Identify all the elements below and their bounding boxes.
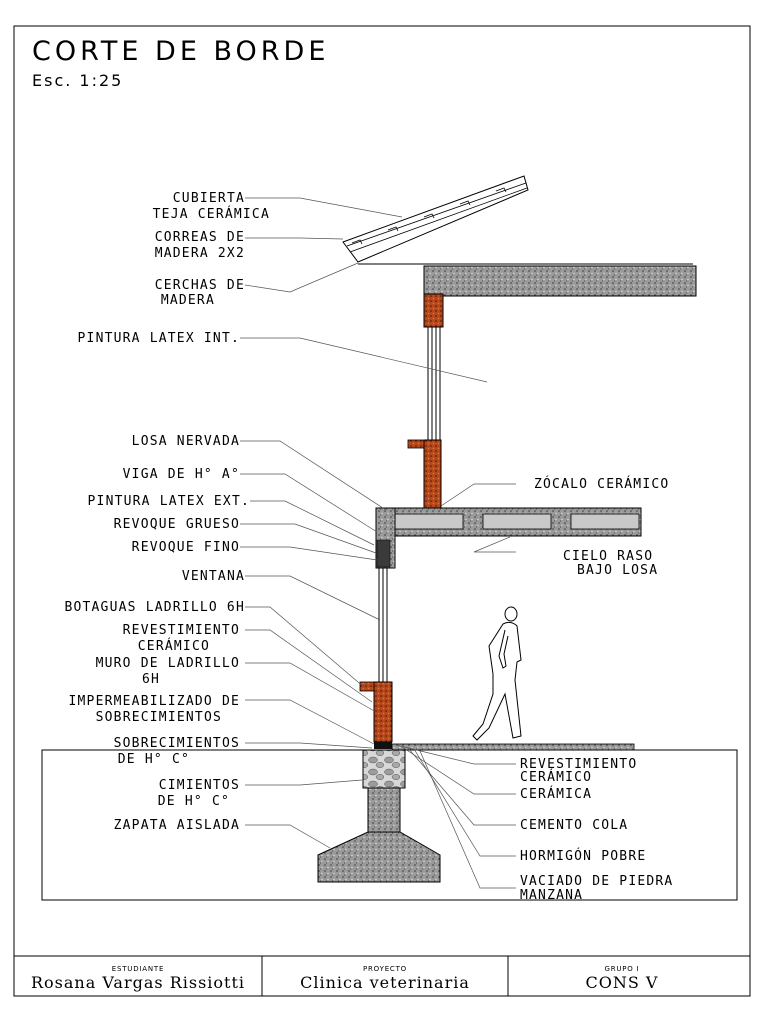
person-figure: [472, 606, 522, 741]
svg-text:REVESTIMIENTO: REVESTIMIENTO: [123, 623, 240, 638]
leaders-left: [240, 197, 488, 849]
stem-wall: [362, 749, 406, 789]
svg-text:REVESTIMIENTO: REVESTIMIENTO: [520, 757, 637, 772]
waterproofing: [374, 742, 392, 749]
svg-text:PINTURA LATEX INT.: PINTURA LATEX INT.: [78, 331, 240, 346]
svg-text:VACIADO DE PIEDRA: VACIADO DE PIEDRA: [520, 874, 673, 889]
title-block: ESTUDIANTE Rosana Vargas Rissiotti PROYE…: [14, 955, 750, 996]
svg-text:REVOQUE FINO: REVOQUE FINO: [132, 540, 240, 555]
lower-window: [378, 568, 388, 682]
labels-left: CUBIERTA TEJA CERÁMICA CORREAS DE MADERA…: [64, 191, 270, 833]
svg-text:CERCHAS DE: CERCHAS DE: [155, 278, 245, 293]
labels-right: ZÓCALO CERÁMICO CIELO RASO BAJO LOSA REV…: [520, 476, 673, 903]
svg-text:CERÁMICO: CERÁMICO: [138, 638, 210, 654]
svg-text:BOTAGUAS LADRILLO 6H: BOTAGUAS LADRILLO 6H: [64, 600, 245, 615]
student-name: Rosana Vargas Rissiotti: [31, 973, 245, 992]
svg-text:LOSA NERVADA: LOSA NERVADA: [132, 434, 240, 449]
upper-window: [427, 327, 441, 440]
upper-sill: [407, 439, 427, 449]
student-caption: ESTUDIANTE: [112, 965, 164, 973]
upper-wall: [423, 439, 442, 509]
svg-text:SOBRECIMIENTOS: SOBRECIMIENTOS: [96, 710, 222, 725]
slab-block-3: [570, 513, 640, 530]
svg-text:CERÁMICO: CERÁMICO: [520, 769, 592, 785]
svg-text:MURO DE LADRILLO: MURO DE LADRILLO: [96, 656, 240, 671]
footing: [317, 831, 441, 883]
column: [367, 787, 401, 833]
leaders-right: [395, 483, 516, 889]
svg-text:ZAPATA AISLADA: ZAPATA AISLADA: [114, 818, 240, 833]
svg-text:CIMIENTOS: CIMIENTOS: [159, 778, 240, 793]
slab-block-1: [394, 513, 464, 530]
svg-text:TEJA CERÁMICA: TEJA CERÁMICA: [153, 206, 270, 222]
roof-cover: [342, 175, 693, 265]
group-name: CONS V: [586, 973, 659, 992]
svg-text:IMPERMEABILIZADO DE: IMPERMEABILIZADO DE: [68, 694, 240, 709]
svg-text:SOBRECIMIENTOS: SOBRECIMIENTOS: [114, 736, 240, 751]
svg-text:6H: 6H: [142, 672, 160, 687]
svg-text:MADERA: MADERA: [161, 293, 215, 308]
floor-slab: [391, 743, 635, 751]
svg-text:CIELO RASO: CIELO RASO: [563, 549, 653, 564]
drawing-title: CORTE DE BORDE: [32, 36, 329, 67]
drawing-scale: Esc. 1:25: [32, 71, 123, 90]
slab-block-2: [482, 513, 552, 530]
top-slab: [423, 265, 697, 297]
svg-text:ZÓCALO CERÁMICO: ZÓCALO CERÁMICO: [534, 476, 669, 492]
svg-text:MANZANA: MANZANA: [520, 888, 583, 903]
project-caption: PROYECTO: [363, 965, 407, 973]
svg-text:VENTANA: VENTANA: [182, 569, 245, 584]
svg-text:BAJO LOSA: BAJO LOSA: [577, 563, 658, 578]
group-caption: GRUPO I: [604, 965, 639, 973]
svg-text:MADERA 2X2: MADERA 2X2: [155, 246, 245, 261]
svg-text:DE H° C°: DE H° C°: [158, 794, 230, 809]
sheet-frame: [13, 25, 751, 997]
svg-text:CUBIERTA: CUBIERTA: [173, 191, 245, 206]
lower-wall: [373, 681, 393, 743]
svg-text:VIGA DE H° A°: VIGA DE H° A°: [123, 467, 240, 482]
svg-text:CEMENTO COLA: CEMENTO COLA: [520, 818, 628, 833]
svg-text:REVOQUE GRUESO: REVOQUE GRUESO: [114, 517, 240, 532]
beam-dark: [376, 539, 391, 568]
svg-text:HORMIGÓN POBRE: HORMIGÓN POBRE: [520, 848, 646, 864]
project-name: Clinica veterinaria: [300, 973, 470, 992]
svg-text:DE H° C°: DE H° C°: [118, 752, 190, 767]
svg-text:PINTURA LATEX EXT.: PINTURA LATEX EXT.: [88, 494, 250, 509]
top-lintel: [423, 293, 444, 328]
svg-text:CORREAS DE: CORREAS DE: [155, 230, 245, 245]
svg-text:CERÁMICA: CERÁMICA: [520, 786, 592, 802]
